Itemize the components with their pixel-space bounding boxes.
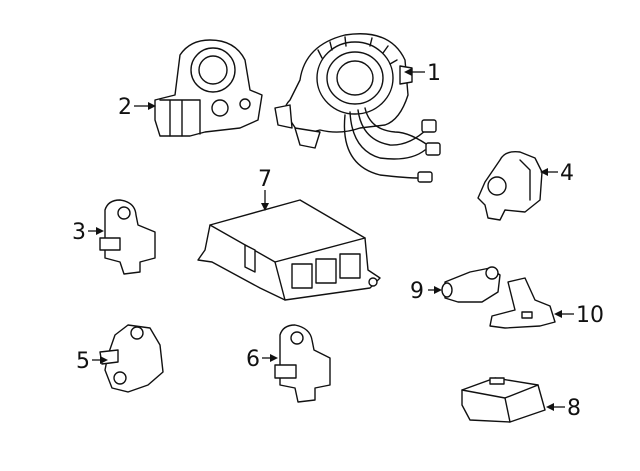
callout-2: 2 xyxy=(118,95,132,120)
part-9-sensor xyxy=(441,266,501,303)
callout-10: 10 xyxy=(576,303,604,328)
callout-1: 1 xyxy=(427,61,441,86)
part-7-airbag-module xyxy=(197,199,381,301)
callout-lines xyxy=(88,68,574,411)
callout-4: 4 xyxy=(560,161,574,186)
part-3-impact-sensor xyxy=(99,199,156,275)
part-4-sensor xyxy=(477,150,543,221)
callout-7: 7 xyxy=(258,167,272,192)
callout-labels: 1 2 3 4 5 6 7 8 9 10 xyxy=(72,61,604,421)
part-8-module xyxy=(461,377,546,423)
part-5-impact-sensor xyxy=(99,324,164,393)
callout-8: 8 xyxy=(567,396,581,421)
part-1-clock-spring xyxy=(274,33,441,183)
callout-3: 3 xyxy=(72,220,86,245)
callout-5: 5 xyxy=(76,349,90,374)
callout-6: 6 xyxy=(246,347,260,372)
part-2-steering-angle-sensor xyxy=(154,39,263,137)
callout-9: 9 xyxy=(410,279,424,304)
part-10-bracket xyxy=(489,277,556,329)
part-6-impact-sensor xyxy=(274,324,331,403)
